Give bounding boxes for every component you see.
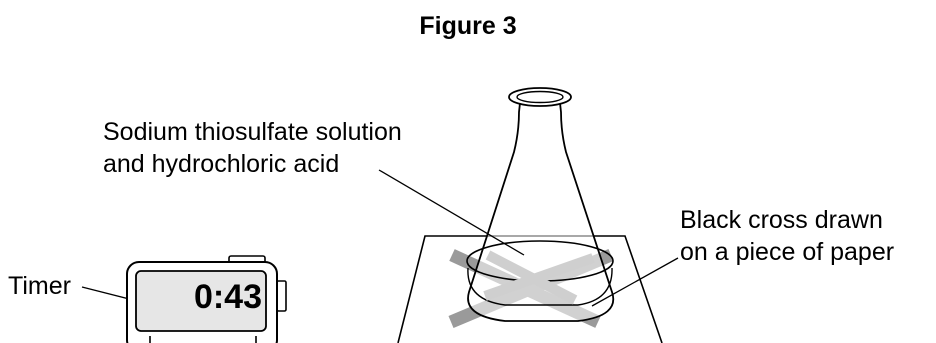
timer-device <box>126 255 287 343</box>
cross-label-line1: Black cross drawn <box>680 206 883 234</box>
timer-leader-line <box>81 286 134 301</box>
solution-label: Sodium thiosulfate solution and hydrochl… <box>103 116 402 180</box>
cross-label: Black cross drawn on a piece of paper <box>680 204 894 268</box>
timer-screen <box>135 270 267 332</box>
timer-label: Timer <box>8 272 71 300</box>
cross-through-solution <box>483 250 595 305</box>
solution-leader-line <box>378 169 525 256</box>
cross-leader-line <box>591 257 679 307</box>
cross-label-line2: on a piece of paper <box>680 238 895 266</box>
figure-title: Figure 3 <box>419 12 517 40</box>
solution-label-line1: Sodium thiosulfate solution <box>103 118 402 146</box>
timer-readout: 0:43 <box>193 277 262 316</box>
solution-label-line2: and hydrochloric acid <box>103 150 340 178</box>
